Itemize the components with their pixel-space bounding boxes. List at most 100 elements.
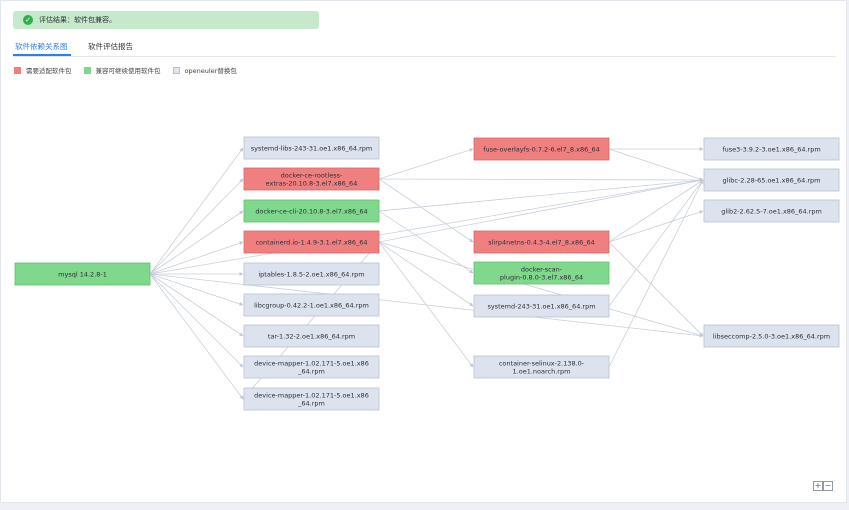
node-box xyxy=(473,261,610,285)
node-label: extras-20.10.8-3.el7.x86_64 xyxy=(266,179,358,187)
node-docker-ce-cli[interactable]: docker-ce-cli-20.10.8-3.el7.x86_64 xyxy=(243,199,380,223)
node-box xyxy=(243,387,380,411)
edge-mysql-to-tar xyxy=(149,273,244,337)
node-box xyxy=(243,136,380,160)
node-containerd[interactable]: containerd.io-1.4.9-3.1.el7.x86_64 xyxy=(243,230,380,254)
edge-mysql-to-device-mapper-1 xyxy=(149,273,244,368)
node-libseccomp[interactable]: libseccomp-2.5.0-3.oe1.x86_64.rpm xyxy=(703,324,840,348)
node-device-mapper-1[interactable]: device-mapper-1.02.171-5.oe1.x86_64.rpm xyxy=(243,355,380,379)
node-label: 1.oe1.noarch.rpm xyxy=(513,367,571,375)
node-box xyxy=(473,355,610,379)
edge-fuse-overlayfs-to-glibc xyxy=(608,148,704,181)
node-label: libcgroup-0.42.2-1.oe1.x86_64.rpm xyxy=(254,301,369,309)
node-container-selinux[interactable]: container-selinux-2.138.0-1.oe1.noarch.r… xyxy=(473,355,610,379)
edge-docker-ce-cli-to-docker-scan xyxy=(378,210,474,274)
node-box xyxy=(243,293,380,317)
edge-docker-ce-rootless-to-slirp4netns xyxy=(378,178,474,243)
alert-text: 评估结果：软件包兼容。 xyxy=(39,16,116,24)
node-label: docker-ce-cli-20.10.8-3.el7.x86_64 xyxy=(255,207,367,215)
node-tar[interactable]: tar-1.32-2.oe1.x86_64.rpm xyxy=(243,324,380,348)
node-mysql[interactable]: mysql 14.2.8-1 xyxy=(14,262,151,286)
node-glibc[interactable]: glibc-2.28-65.oe1.x86_64.rpm xyxy=(703,168,840,192)
node-label: tar-1.32-2.oe1.x86_64.rpm xyxy=(268,332,355,340)
legend-swatch-gray xyxy=(172,66,180,74)
edge-mysql-to-device-mapper-2 xyxy=(149,273,244,400)
node-box xyxy=(243,324,380,348)
node-label: device-mapper-1.02.171-5.oe1.x86 xyxy=(254,391,369,399)
node-label: container-selinux-2.138.0- xyxy=(499,359,585,367)
node-label: glib2-2.62.5-7.oe1.x86_64.rpm xyxy=(721,207,822,215)
node-systemd[interactable]: systemd-243-31.oe1.x86_64.rpm xyxy=(473,294,610,318)
legend-swatch-green xyxy=(83,66,91,74)
zoom-out-button[interactable]: − xyxy=(823,481,833,491)
node-docker-scan[interactable]: docker-scan-plugin-0.8.0-3.el7.x86_64 xyxy=(473,261,610,285)
node-systemd-libs[interactable]: systemd-libs-243-31.oe1.x86_64.rpm xyxy=(243,136,380,160)
edge-mysql-to-docker-ce-rootless xyxy=(149,178,244,275)
node-label: mysql 14.2.8-1 xyxy=(58,270,107,278)
node-fuse3[interactable]: fuse3-3.9.2-3.oe1.x86_64.rpm xyxy=(703,137,840,161)
node-box xyxy=(243,355,380,379)
node-box xyxy=(703,199,840,223)
node-box xyxy=(703,324,840,348)
edge-docker-ce-cli-to-glibc xyxy=(378,178,704,212)
node-label: plugin-0.8.0-3.el7.x86_64 xyxy=(500,273,583,281)
edge-mysql-to-docker-ce-cli xyxy=(149,210,244,275)
edge-systemd-to-glibc xyxy=(608,179,704,307)
active-tab-indicator xyxy=(13,54,71,56)
edge-containerd-to-container-selinux xyxy=(378,241,474,368)
node-fuse-overlayfs[interactable]: fuse-overlayfs-0.7.2-6.el7_8.x86_64 xyxy=(473,137,610,161)
edge-mysql-to-glibc xyxy=(149,178,704,275)
graph-edges xyxy=(149,147,704,400)
edge-containerd-to-glibc xyxy=(378,178,704,243)
node-label: iptables-1.8.5-2.oe1.x86_64.rpm xyxy=(258,270,364,278)
node-label: glibc-2.28-65.oe1.x86_64.rpm xyxy=(723,176,821,184)
node-docker-ce-rootless[interactable]: docker-ce-rootless-extras-20.10.8-3.el7.… xyxy=(243,167,380,191)
edge-mysql-to-containerd xyxy=(149,241,244,275)
edge-slirp4netns-to-glib2 xyxy=(608,210,704,243)
node-label: containerd.io-1.4.9-3.1.el7.x86_64 xyxy=(255,238,367,246)
legend-label: 兼容可继续使用软件包 xyxy=(95,67,161,75)
node-label: fuse-overlayfs-0.7.2-6.el7_8.x86_64 xyxy=(483,145,600,153)
edge-container-selinux-to-glibc xyxy=(608,179,704,368)
node-label: fuse3-3.9.2-3.oe1.x86_64.rpm xyxy=(722,145,820,153)
legend-label: 需要适配软件包 xyxy=(26,67,72,75)
node-label: device-mapper-1.02.171-5.oe1.x86 xyxy=(254,359,369,367)
graph-nodes: mysql 14.2.8-1 systemd-libs-243-31.oe1.x8… xyxy=(14,136,840,411)
edge-slirp4netns-to-libseccomp xyxy=(608,241,704,337)
node-device-mapper-2[interactable]: device-mapper-1.02.171-5.oe1.x86_64.rpm xyxy=(243,387,380,411)
node-box xyxy=(473,294,610,318)
node-iptables[interactable]: iptables-1.8.5-2.oe1.x86_64.rpm xyxy=(243,262,380,286)
node-label: slirp4netns-0.4.3-4.el7_8.x86_64 xyxy=(488,238,595,246)
tab-assessment-report[interactable]: 软件评估报告 xyxy=(88,42,133,51)
node-label: libseccomp-2.5.0-3.oe1.x86_64.rpm xyxy=(713,332,830,340)
tab-divider xyxy=(13,56,836,57)
edge-mysql-to-systemd-libs xyxy=(149,147,244,275)
node-label: _64.rpm xyxy=(297,367,325,375)
node-label: systemd-243-31.oe1.x86_64.rpm xyxy=(487,302,595,310)
legend-label: openeuler替换包 xyxy=(184,67,237,75)
node-box xyxy=(473,230,610,254)
tab-dependency-graph[interactable]: 软件依赖关系图 xyxy=(15,42,68,51)
legend-item-openeuler-replacement: openeuler替换包 xyxy=(172,65,237,75)
edge-docker-ce-rootless-to-glibc xyxy=(378,177,704,182)
edge-docker-ce-rootless-to-fuse-overlayfs xyxy=(378,148,474,180)
node-label: docker-ce-rootless- xyxy=(281,171,343,179)
legend: 需要适配软件包 兼容可继续使用软件包 openeuler替换包 xyxy=(14,65,249,75)
result-alert: ✓ 评估结果：软件包兼容。 xyxy=(13,11,319,29)
zoom-in-button[interactable]: + xyxy=(813,481,823,491)
edge-containerd-to-libseccomp xyxy=(378,241,704,337)
node-box xyxy=(243,167,380,191)
node-libcgroup[interactable]: libcgroup-0.42.2-1.oe1.x86_64.rpm xyxy=(243,293,380,317)
node-label: _64.rpm xyxy=(297,399,325,407)
node-slirp4netns[interactable]: slirp4netns-0.4.3-4.el7_8.x86_64 xyxy=(473,230,610,254)
edge-mysql-to-libcgroup xyxy=(149,273,244,306)
node-box xyxy=(243,262,380,286)
edge-slirp4netns-to-glibc xyxy=(608,179,704,243)
node-glib2[interactable]: glib2-2.62.5-7.oe1.x86_64.rpm xyxy=(703,199,840,223)
node-box xyxy=(243,199,380,223)
zoom-controls: + − xyxy=(813,481,833,491)
node-label: systemd-libs-243-31.oe1.x86_64.rpm xyxy=(251,144,373,152)
edge-containerd-to-systemd xyxy=(378,241,474,307)
